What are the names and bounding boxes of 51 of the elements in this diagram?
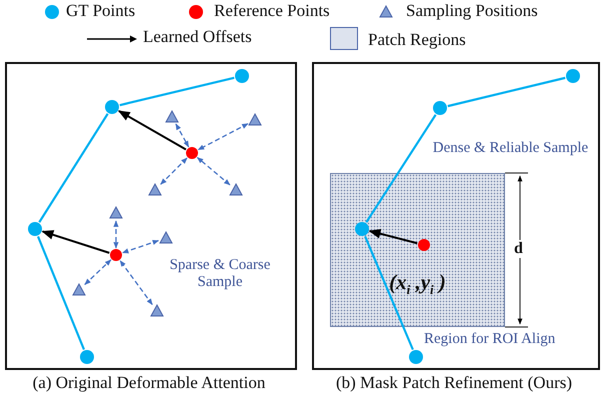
reference-point	[110, 249, 122, 261]
polyline-segment	[38, 113, 109, 223]
polyline-segment	[120, 76, 234, 106]
gt-point	[566, 69, 580, 83]
gt-point	[409, 350, 423, 364]
sampling-arrow	[84, 259, 112, 285]
sampling-arrow	[198, 123, 248, 150]
polyline-segment	[448, 76, 566, 108]
sampling-arrow	[175, 123, 190, 148]
gt-point	[105, 100, 119, 114]
annotation-text: Region for ROI Align	[424, 331, 556, 348]
coordinate-label: (x$_{i}$ ,y$_{i}$ )	[389, 270, 446, 298]
gt-point	[235, 69, 249, 83]
annotation-text: Sparse & Coarse Sample	[168, 257, 272, 292]
panel-caption: (a) Original Deformable Attention	[32, 373, 266, 393]
reference-point	[186, 147, 198, 159]
polyline-segment	[365, 114, 437, 223]
gt-point	[355, 222, 369, 236]
sampling-triangle	[72, 283, 86, 296]
sampling-triangle	[150, 304, 164, 317]
gt-point	[433, 101, 447, 115]
offset-arrow	[118, 110, 186, 150]
sampling-triangle	[165, 110, 179, 123]
sampling-triangle	[159, 231, 173, 244]
sampling-triangle	[148, 183, 162, 196]
panel-frame	[5, 62, 297, 370]
sampling-arrow	[113, 220, 119, 249]
gt-point	[80, 350, 94, 364]
offset-arrow	[368, 229, 418, 244]
sampling-triangle	[229, 183, 243, 196]
gt-point	[28, 222, 42, 236]
sampling-arrow	[160, 158, 188, 185]
sampling-arrow	[122, 240, 160, 254]
panel-caption: (b) Mask Patch Refinement (Ours)	[334, 373, 574, 393]
annotation-text: Dense & Reliable Sample	[432, 140, 590, 158]
polyline-segment	[37, 236, 85, 350]
legend-label: Patch Regions	[368, 30, 466, 50]
panel-frame	[312, 62, 600, 370]
offset-arrow	[41, 230, 110, 254]
sampling-triangle	[248, 113, 262, 126]
legend-label: Learned Offsets	[143, 27, 252, 47]
reference-point	[418, 239, 430, 251]
sampling-triangle	[109, 206, 123, 219]
sampling-arrow	[196, 157, 230, 186]
legend-label: Sampling Positions	[406, 1, 538, 21]
dimension-label: d	[512, 240, 525, 258]
polyline-segment	[364, 236, 414, 350]
legend-label: GT Points	[66, 1, 136, 21]
sampling-arrow	[120, 260, 153, 306]
legend-label: Reference Points	[214, 1, 330, 21]
patch-region	[330, 173, 505, 327]
